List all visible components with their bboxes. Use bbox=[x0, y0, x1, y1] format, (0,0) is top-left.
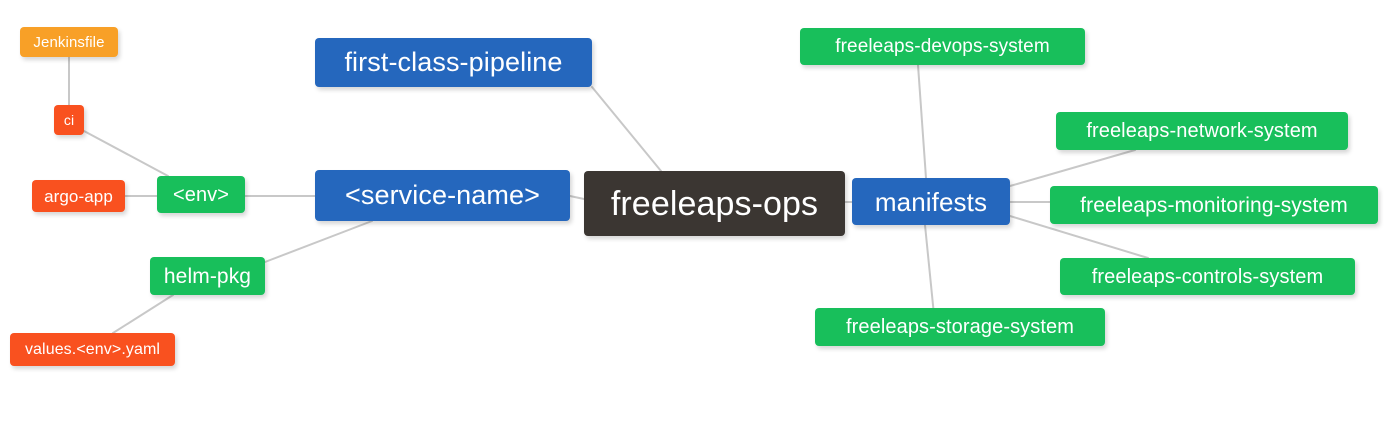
node-devops[interactable]: freeleaps-devops-system bbox=[800, 28, 1085, 65]
node-label: freeleaps-controls-system bbox=[1091, 265, 1324, 288]
edge-helm-service bbox=[264, 220, 373, 263]
node-label: freeleaps-devops-system bbox=[835, 36, 1050, 57]
edge-ci-env bbox=[83, 130, 169, 177]
node-ci[interactable]: ci bbox=[54, 105, 84, 135]
node-label: freeleaps-ops bbox=[610, 184, 819, 223]
node-env[interactable]: <env> bbox=[157, 176, 245, 213]
node-label: <env> bbox=[172, 183, 230, 206]
node-label: argo-app bbox=[44, 186, 113, 206]
node-label: Jenkinsfile bbox=[33, 33, 105, 51]
node-values-yaml[interactable]: values.<env>.yaml bbox=[10, 333, 175, 366]
node-controls[interactable]: freeleaps-controls-system bbox=[1060, 258, 1355, 295]
node-jenkinsfile[interactable]: Jenkinsfile bbox=[20, 27, 118, 57]
node-pipeline[interactable]: first-class-pipeline bbox=[315, 38, 592, 87]
node-root[interactable]: freeleaps-ops bbox=[584, 171, 845, 236]
edge-values-helm bbox=[112, 294, 174, 334]
node-label: <service-name> bbox=[345, 180, 540, 210]
node-label: freeleaps-monitoring-system bbox=[1080, 193, 1348, 217]
node-argo-app[interactable]: argo-app bbox=[32, 180, 125, 212]
node-service-name[interactable]: <service-name> bbox=[315, 170, 570, 221]
node-label: helm-pkg bbox=[163, 264, 252, 288]
node-label: first-class-pipeline bbox=[344, 47, 563, 77]
node-helm-pkg[interactable]: helm-pkg bbox=[150, 257, 265, 295]
edge-manifests-network bbox=[1009, 149, 1136, 187]
edge-manifests-devops bbox=[917, 64, 927, 179]
node-label: manifests bbox=[874, 186, 988, 217]
node-label: ci bbox=[63, 112, 75, 128]
node-storage[interactable]: freeleaps-storage-system bbox=[815, 308, 1105, 346]
node-monitoring[interactable]: freeleaps-monitoring-system bbox=[1050, 186, 1378, 224]
node-network[interactable]: freeleaps-network-system bbox=[1056, 112, 1348, 150]
node-label: freeleaps-network-system bbox=[1086, 120, 1318, 142]
node-label: values.<env>.yaml bbox=[24, 340, 161, 358]
node-manifests[interactable]: manifests bbox=[852, 178, 1010, 225]
edge-service-root bbox=[569, 195, 585, 200]
edge-pipeline-root bbox=[591, 86, 662, 172]
node-label: freeleaps-storage-system bbox=[845, 316, 1075, 338]
